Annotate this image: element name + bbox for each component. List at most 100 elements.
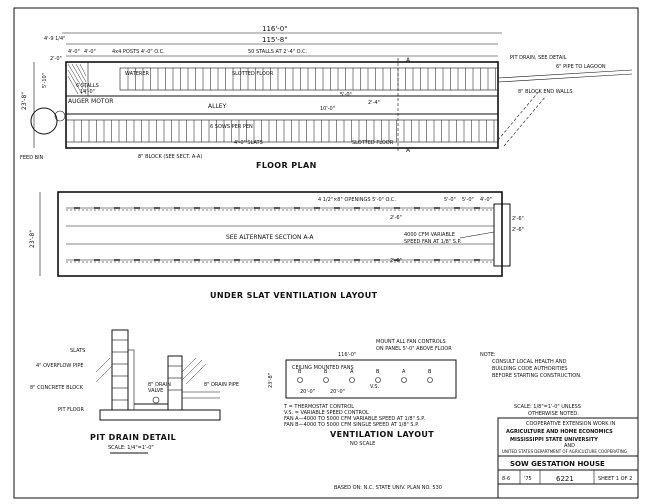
floor-pit-drain: PIT DRAIN, SEE DETAIL [510,55,567,61]
note-scale2: OTHERWISE NOTED. [528,411,579,417]
fan-icon [401,377,407,383]
title-block: COOPERATIVE EXTENSION WORK IN AGRICULTUR… [497,417,639,499]
floor-plan-title: FLOOR PLAN [256,161,317,170]
note-text2: BUILDING CODE AUTHORITIES [492,366,568,372]
floor-pipe: 6" PIPE TO LAGOON [556,64,606,70]
tb-date: 8-6 [502,476,510,482]
floor-block: 8" BLOCK (SEE SECT. A-A) [138,154,202,160]
floor-sows: 6 SOWS PER PEN [210,124,253,130]
floor-dim-c: 2'-0" [50,56,62,62]
soil-hatch [95,357,207,385]
floor-auger: AUGER MOTOR [68,98,113,105]
tb-house: SOW GESTATION HOUSE [510,460,605,468]
floor-waterer: WATERER [125,71,150,77]
floor-dim-a: 4'-0" [68,49,80,55]
floor-posts: 4x4 POSTS 4'-0" O.C. [112,49,165,55]
floor-dim-alley: 2'-4" [368,100,380,106]
floor-six-stalls: 6 STALLS [76,83,99,89]
note-text3: BEFORE STARTING CONSTRUCTION. [492,373,582,379]
fan-icon [375,377,381,383]
slat-fan2: SPEED FAN AT 1/8" S.P. [404,239,462,245]
floor-six-stalls-dim: 14'-0" [80,89,95,95]
pit-drain-scale: SCALE: 1/4"=1'-0" [108,445,154,451]
section-a-bottom: A [406,147,411,154]
vent-dim-depth: 23'-8" [268,373,274,388]
pit-floor: PIT FLOOR [58,407,84,413]
vent-dim-a: 20'-0" [300,389,315,395]
vent-dim-b: 20'-0" [330,389,345,395]
slat-dim-side: 2'-6" [512,216,524,222]
vent-openings [74,207,480,261]
end-hatch [67,63,87,95]
vent-legend-a: FAN A—4000 TO 5000 CFM VARIABLE SPEED AT… [284,416,425,422]
slat-dim-2: 5'-0" [462,197,474,203]
fan-label: B [324,369,328,375]
section-a-top: A [406,57,411,64]
pit-drain-title: PIT DRAIN DETAIL [90,433,176,442]
vent-subtitle: NO SCALE [350,441,375,447]
fan-label: A [350,369,354,375]
slat-see-alt: SEE ALTERNATE SECTION A-A [226,234,314,241]
top-stall-dividers [127,68,496,90]
floor-end-walls: 8" BLOCK END WALLS [518,89,573,95]
tb-line3: MISSISSIPPI STATE UNIVERSITY [510,437,598,443]
fan-icon [297,377,303,383]
notes: NOTE: CONSULT LOCAL HEALTH AND BUILDING … [480,352,582,417]
floor-dim-alley2: 5'-0" [340,92,352,98]
slat-dim-5: 2'-6" [390,258,402,264]
floor-dim-depth: 23'-8" [21,92,28,110]
pit-drain-valve2: VALVE [148,388,163,394]
drain-valve-icon [152,396,160,404]
floor-dim-b: 4'-0" [84,49,96,55]
note-text1: CONSULT LOCAL HEALTH AND [492,359,567,365]
pit-drain-detail: SLATS 4" OVERFLOW PIPE 8" CONCRETE BLOCK… [30,329,239,454]
vent-mount2: ON PANEL 5'-0" ABOVE FLOOR [376,346,452,352]
floor-slotted-bottom: SLOTTED FLOOR [352,140,394,146]
fan-label: B [428,369,432,375]
pit-slats: SLATS [70,348,85,354]
fan-label: B [376,369,380,375]
slat-dim-depth: 23'-8" [29,230,36,248]
floor-dim-pen: 10'-0" [320,106,335,112]
floor-dim-inner: 115'-8" [262,36,287,44]
fan-label: B [298,369,302,375]
fan-icon [427,377,433,383]
pit-concrete: 8" CONCRETE BLOCK [30,385,84,391]
slat-dim-1: 5'-0" [444,197,456,203]
ventilation-layout: MOUNT ALL FAN CONTROLS ON PANEL 5'-0" AB… [268,339,457,447]
tb-line4: AND [564,443,575,449]
vent-legend-b: FAN B—4000 TO 5000 CFM SINGLE SPEED AT 1… [284,422,419,428]
slat-dim-6: 2'-6" [512,227,524,233]
based-on: BASED ON: N.C. STATE UNIV. PLAN NO. 530 [334,485,442,491]
floor-plan: 116'-0" 115'-8" 4'-0" 4'-0" 4x4 POSTS 4'… [20,25,633,170]
slat-openings: 4 1/2"×8" OPENINGS 5'-0" O.C. [318,197,396,203]
tb-sheet: SHEET 1 OF 2 [598,476,632,482]
tb-line1: COOPERATIVE EXTENSION WORK IN [526,421,616,427]
pit-drain-valve: 8" DRAIN [148,382,171,388]
feed-bin-icon [30,107,58,135]
floor-slats: 4'-0" SLATS [234,140,263,146]
vent-vs: V.S. [370,384,380,390]
sheet-border [13,7,639,499]
under-slat-title: UNDER SLAT VENTILATION LAYOUT [210,291,378,300]
under-slat-layout: 23'-8" 4 1/2"×8" OPENINGS 5'-0" O.C. 5'-… [29,191,524,300]
tb-plan-no: 6221 [556,475,574,483]
vent-legend-vs: V.S. = VARIABLE SPEED CONTROL [284,410,369,416]
floor-dim-overall: 116'-0" [262,25,287,33]
floor-slotted-top: SLOTTED FLOOR [232,71,274,77]
pit-overflow: 4" OVERFLOW PIPE [36,363,84,369]
vent-mount: MOUNT ALL FAN CONTROLS [376,339,446,345]
floor-feed-bin: FEED BIN [20,155,44,161]
vent-ceiling-fans: CEILING MOUNTED FANS [292,365,354,371]
tb-line2: AGRICULTURE AND HOME ECONOMICS [506,429,613,435]
floor-dim-e: 4'-9 1/4" [44,36,65,42]
fan-label: A [402,369,406,375]
vent-title: VENTILATION LAYOUT [330,430,434,439]
floor-alley: ALLEY [208,103,227,110]
tb-line5: UNITED STATES DEPARTMENT OF AGRICULTURE … [502,449,627,454]
note-scale1: SCALE: 1/8"=1'-0" UNLESS [514,404,581,410]
note-label: NOTE: [480,352,496,358]
slat-dim-3: 4'-0" [480,197,492,203]
slat-fan: 4000 CFM VARIABLE [404,232,455,238]
